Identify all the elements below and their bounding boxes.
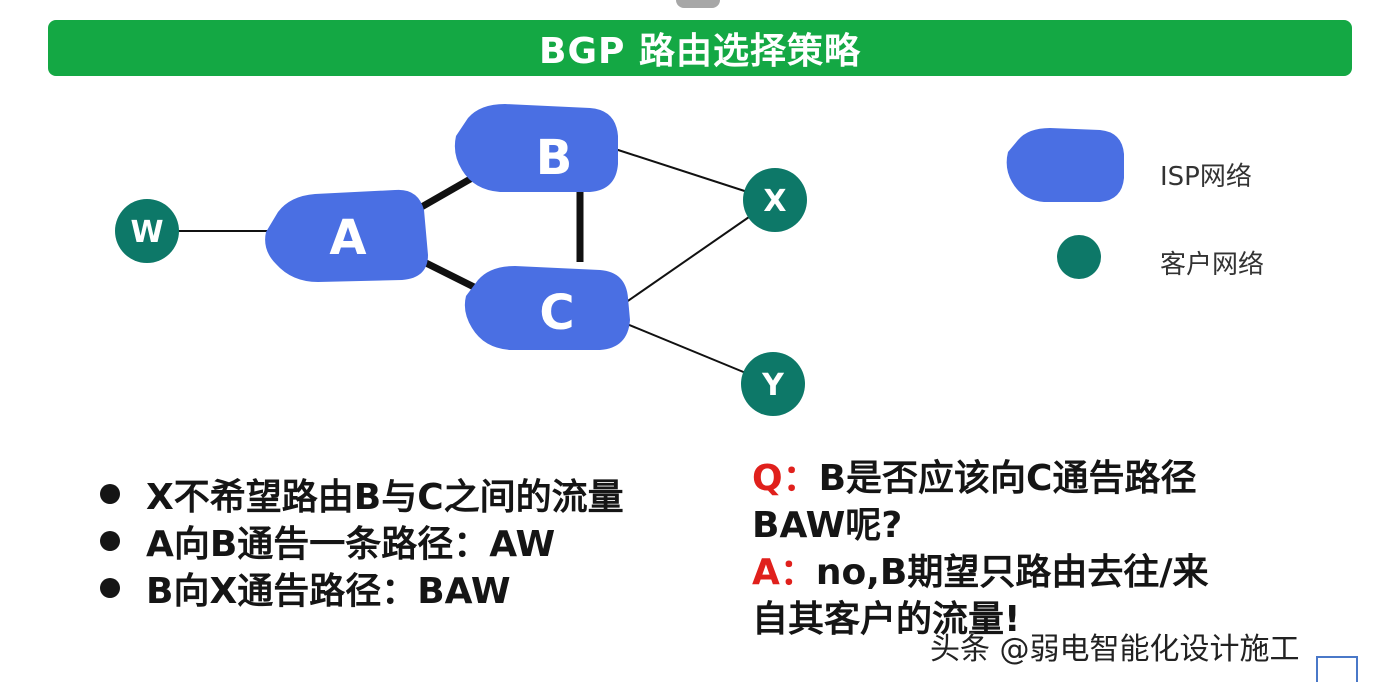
top-scroll-indicator [676,0,720,8]
list-item: A向B通告一条路径：AW [100,517,624,565]
legend [1006,128,1124,279]
customer-node-x: X [743,168,807,232]
node-label-x: X [763,184,786,219]
answer-line-2: 自其客户的流量! [752,599,1021,640]
question-text-1: B是否应该向C通告路径 [818,458,1197,499]
question-prefix: Q： [752,458,819,499]
links [172,147,763,379]
bullet-list: X不希望路由B与C之间的流量 A向B通告一条路径：AW B向X通告路径：BAW [100,470,624,612]
legend-customer-label: 客户网络 [1160,250,1265,280]
customer-node-y: Y [741,352,805,416]
link-c-x [621,207,763,306]
link-c-y [621,321,759,379]
link-b-x [611,147,761,197]
node-label-a: A [329,210,366,266]
bullet-dot [100,483,120,504]
node-label-y: Y [761,368,785,403]
node-label-w: W [130,215,163,250]
bullet-text: X不希望路由B与C之间的流量 [146,476,624,518]
node-label-b: B [536,130,573,186]
corner-frame-mark [1316,656,1358,682]
legend-isp-label: ISP网络 [1160,162,1252,192]
qa-block: Q：B是否应该向C通告路径 BAW呢? A：no,B期望只路由去往/来 自其客户… [752,455,1209,643]
customer-circle [115,199,179,263]
page-title: BGP 路由选择策略 [539,31,861,72]
customer-circle [743,168,807,232]
list-item: B向X通告路径：BAW [100,564,624,612]
customer-circle [741,352,805,416]
legend-customer-icon [1057,235,1101,279]
answer-line-1: A：no,B期望只路由去往/来 [752,549,1209,596]
isp-cloud-shape [265,189,428,282]
title-bar: BGP 路由选择策略 [48,20,1352,76]
bullet-dot [100,530,120,551]
question-line-1: Q：B是否应该向C通告路径 [752,455,1209,502]
question-line-2: BAW呢? [752,505,903,546]
isp-cloud-shape [454,104,618,192]
isp-node-b: B [454,104,618,192]
answer-prefix: A： [752,552,816,593]
legend-isp-icon [1006,128,1124,202]
watermark: 头条 @弱电智能化设计施工 [930,632,1300,667]
isp-cloud-shape [464,266,630,350]
node-label-c: C [539,285,574,341]
answer-text-1: no,B期望只路由去往/来 [815,552,1209,593]
list-item: X不希望路由B与C之间的流量 [100,470,624,518]
bullet-text: B向X通告路径：BAW [146,570,511,612]
bullet-text: A向B通告一条路径：AW [146,523,556,565]
isp-node-c: C [464,266,630,350]
customer-node-w: W [115,199,179,263]
isp-node-a: A [265,189,428,282]
bullet-dot [100,577,120,598]
